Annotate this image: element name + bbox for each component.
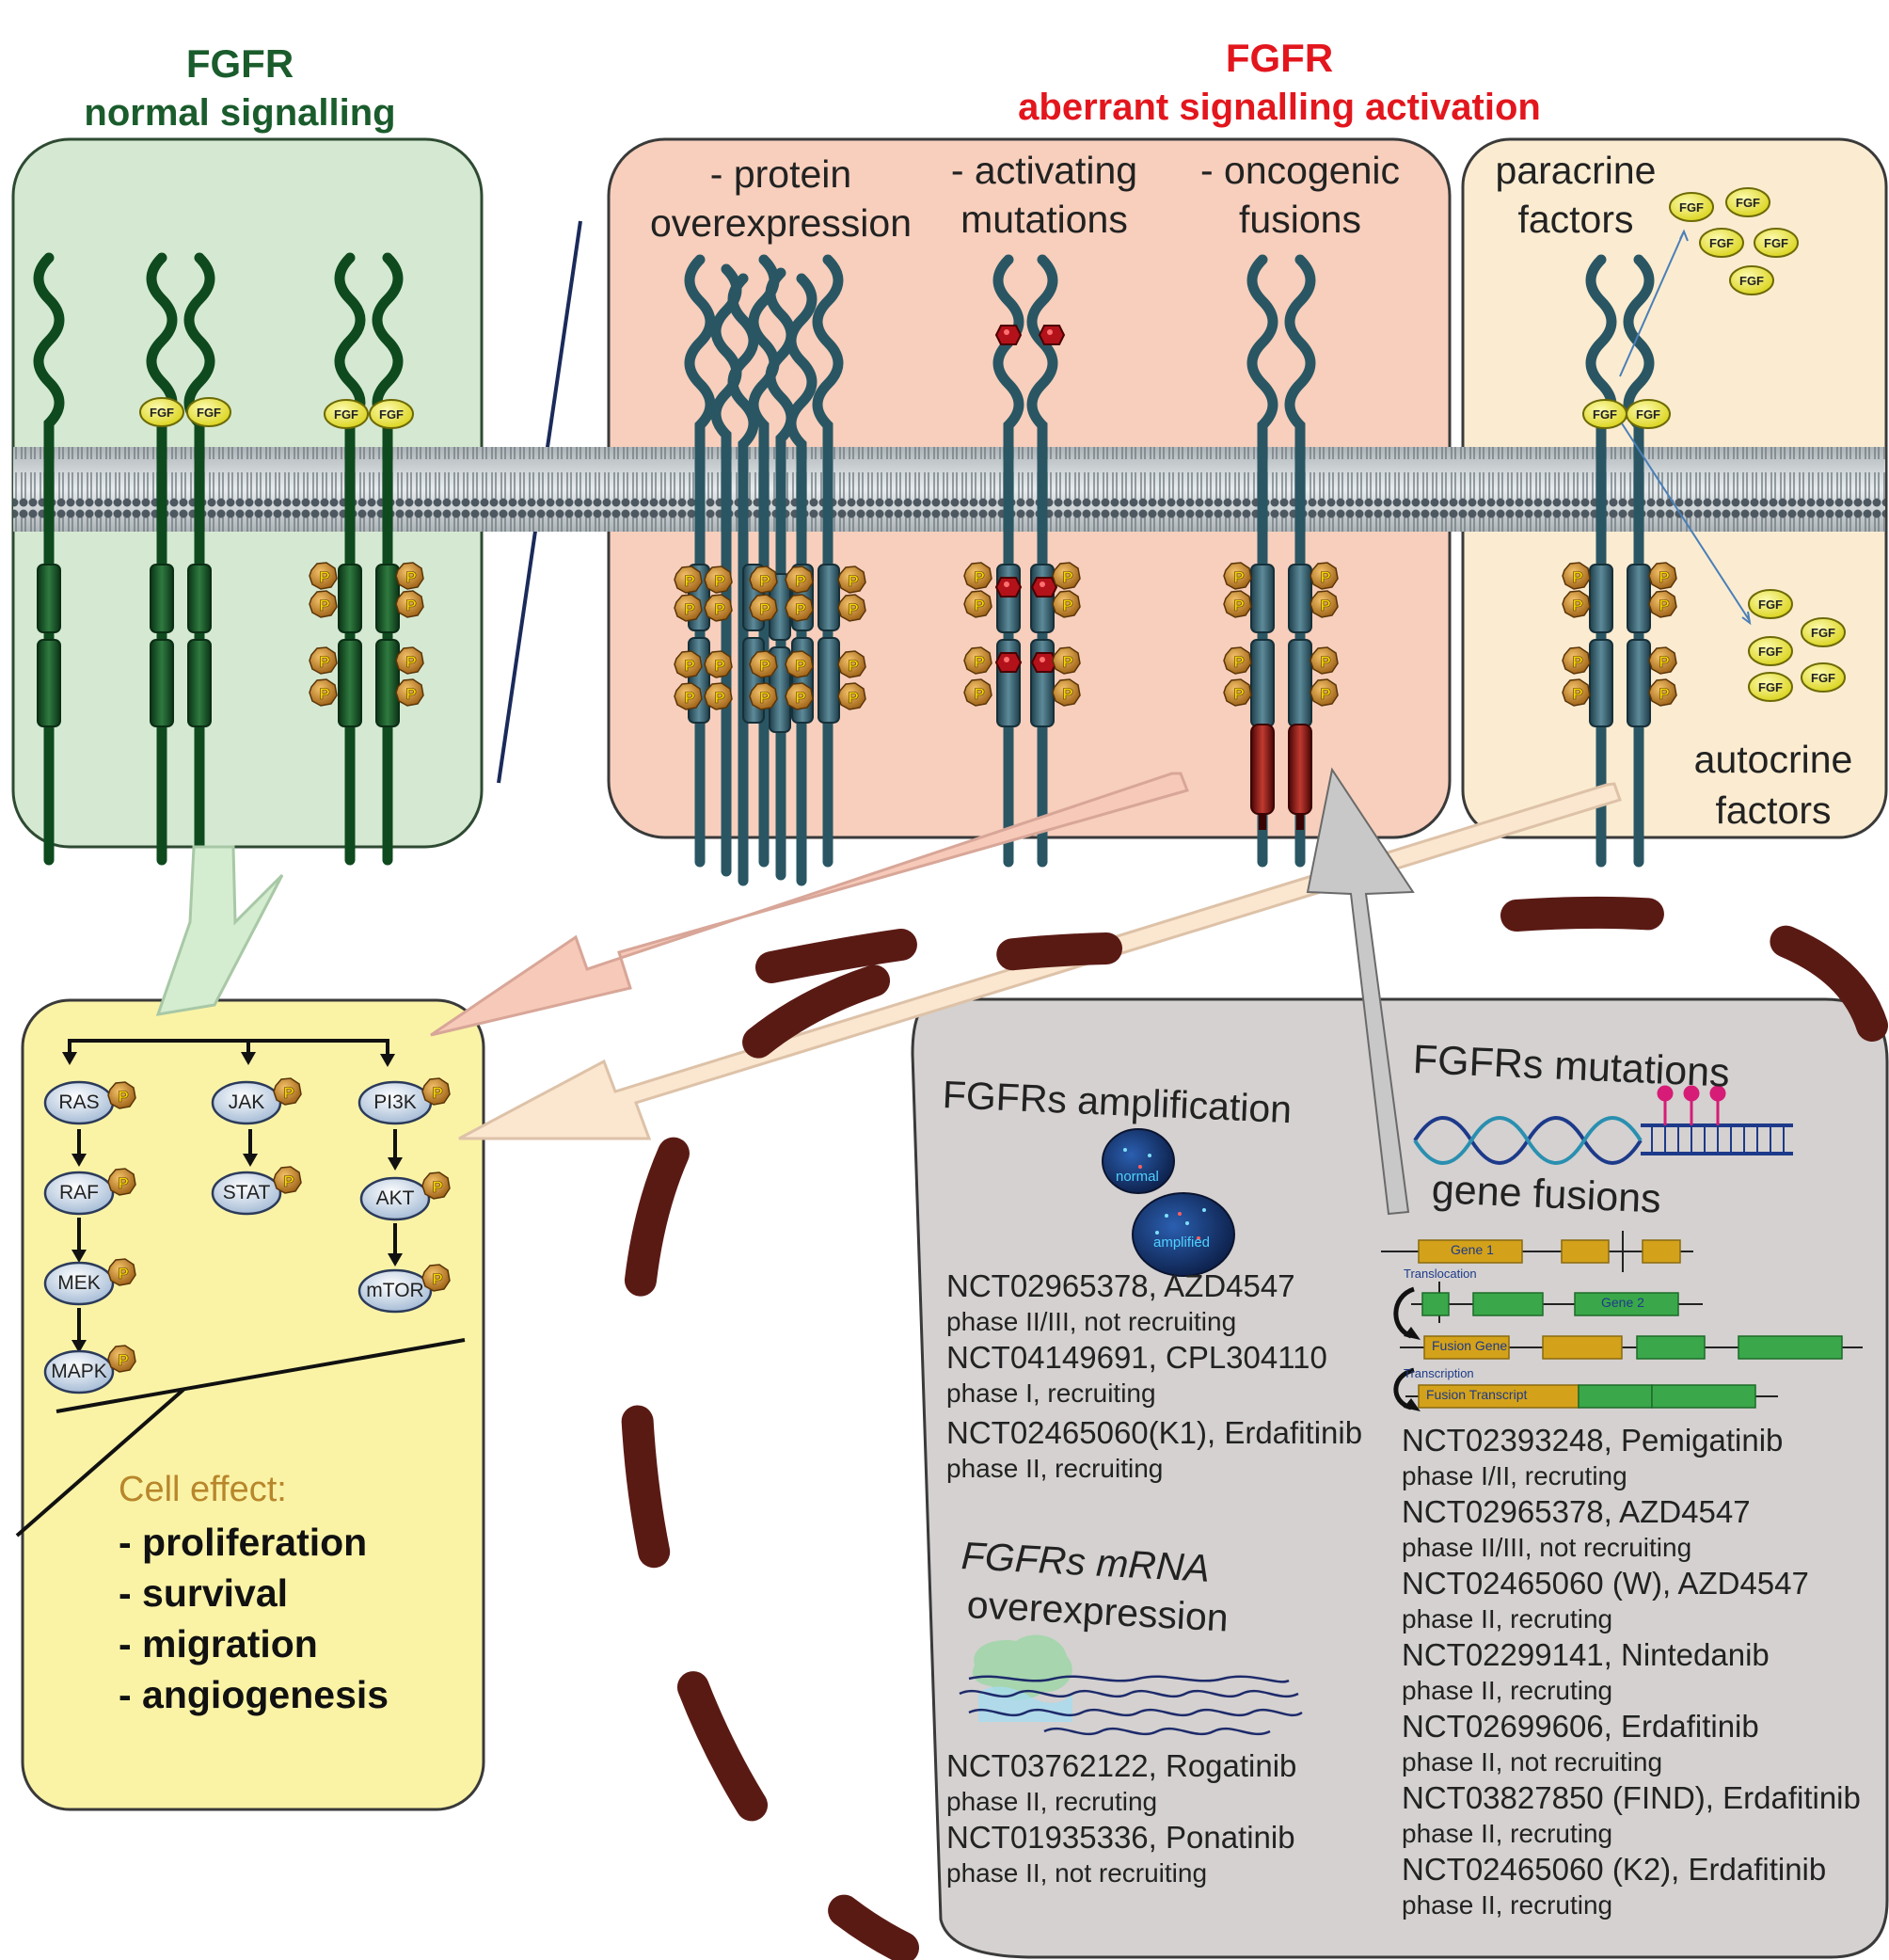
autocrine-label-2: factors bbox=[1715, 789, 1832, 832]
mrna-trial-1-id: NCT03762122, Rogatinib bbox=[946, 1748, 1297, 1783]
gene1-label: Gene 1 bbox=[1451, 1242, 1494, 1257]
node-ras: RAS bbox=[58, 1092, 100, 1113]
mrna-trial-1-status: phase II, recruting bbox=[946, 1787, 1158, 1816]
mutations-label-1: - activating bbox=[950, 149, 1138, 192]
mut-trial-7-status: phase II, recruting bbox=[1402, 1890, 1613, 1920]
amp-trial-1-status: phase II/III, not recruiting bbox=[946, 1307, 1237, 1336]
mut-trial-2-status: phase II/III, not recruiting bbox=[1402, 1533, 1692, 1562]
gene2-label: Gene 2 bbox=[1601, 1295, 1644, 1310]
mrna-trial-2-id: NCT01935336, Ponatinib bbox=[946, 1820, 1295, 1855]
fish-normal-label: normal bbox=[1116, 1169, 1159, 1185]
translocation-label: Translocation bbox=[1404, 1267, 1477, 1281]
node-mapk: MAPK bbox=[51, 1361, 107, 1382]
node-raf: RAF bbox=[59, 1182, 99, 1203]
paracrine-label-1: paracrine bbox=[1495, 149, 1657, 192]
mut-trial-5-id: NCT02699606, Erdafitinib bbox=[1402, 1709, 1759, 1744]
mut-trial-4-status: phase II, recruting bbox=[1402, 1676, 1613, 1705]
effect-proliferation: - proliferation bbox=[119, 1521, 368, 1564]
transcription-label: Transcription bbox=[1404, 1366, 1474, 1380]
node-stat: STAT bbox=[222, 1182, 271, 1203]
normal-title-line1: FGFR bbox=[185, 41, 294, 86]
mut-trial-6-status: phase II, recruting bbox=[1402, 1819, 1613, 1848]
node-mtor: mTOR bbox=[366, 1280, 424, 1301]
node-mek: MEK bbox=[57, 1272, 101, 1294]
mut-trial-7-id: NCT02465060 (K2), Erdafitinib bbox=[1402, 1852, 1827, 1887]
mutations-label-2: mutations bbox=[960, 198, 1128, 241]
mut-trial-4-id: NCT02299141, Nintedanib bbox=[1402, 1637, 1770, 1672]
fusion-gene-label: Fusion Gene bbox=[1432, 1338, 1508, 1353]
mrna-trial-2-status: phase II, not recruiting bbox=[946, 1858, 1208, 1888]
node-pi3k: PI3K bbox=[373, 1092, 417, 1113]
fusions-label-1: - oncogenic bbox=[1200, 149, 1400, 192]
amp-trial-2-status: phase I, recruiting bbox=[946, 1378, 1156, 1408]
mut-trial-5-status: phase II, not recruiting bbox=[1402, 1747, 1663, 1777]
mut-trial-3-status: phase II, recruting bbox=[1402, 1604, 1613, 1633]
mut-trial-1-id: NCT02393248, Pemigatinib bbox=[1402, 1423, 1784, 1458]
fish-amplified-label: amplified bbox=[1153, 1235, 1211, 1251]
overexpression-label-2: overexpression bbox=[649, 201, 913, 245]
effect-angiogenesis: - angiogenesis bbox=[119, 1673, 389, 1716]
mut-trial-2-id: NCT02965378, AZD4547 bbox=[1402, 1494, 1751, 1529]
fusions-label-2: fusions bbox=[1239, 198, 1361, 241]
fusion-transcript-label: Fusion Transcript bbox=[1426, 1387, 1528, 1402]
cell-effect-title: Cell effect: bbox=[119, 1470, 287, 1509]
mut-trial-3-id: NCT02465060 (W), AZD4547 bbox=[1402, 1566, 1809, 1601]
amp-trial-2-id: NCT04149691, CPL304110 bbox=[946, 1340, 1327, 1375]
effect-migration: - migration bbox=[119, 1622, 318, 1665]
effect-survival: - survival bbox=[119, 1571, 289, 1615]
overexpression-label-1: - protein bbox=[709, 152, 852, 196]
node-akt: AKT bbox=[375, 1187, 415, 1209]
paracrine-label-2: factors bbox=[1517, 198, 1634, 241]
mut-trial-6-id: NCT03827850 (FIND), Erdafitinib bbox=[1402, 1780, 1861, 1815]
node-jak: JAK bbox=[228, 1092, 265, 1113]
aberrant-title-line2: aberrant signalling activation bbox=[1018, 87, 1541, 128]
amp-trial-3-id: NCT02465060(K1), Erdafitinib bbox=[946, 1415, 1363, 1450]
autocrine-label-1: autocrine bbox=[1693, 738, 1853, 781]
amp-trial-3-status: phase II, recruiting bbox=[946, 1454, 1164, 1483]
amp-trial-1-id: NCT02965378, AZD4547 bbox=[946, 1268, 1295, 1303]
mut-trial-1-status: phase I/II, recruting bbox=[1402, 1461, 1627, 1490]
normal-title-line2: normal signalling bbox=[84, 92, 396, 134]
aberrant-title-line1: FGFR bbox=[1225, 36, 1334, 80]
